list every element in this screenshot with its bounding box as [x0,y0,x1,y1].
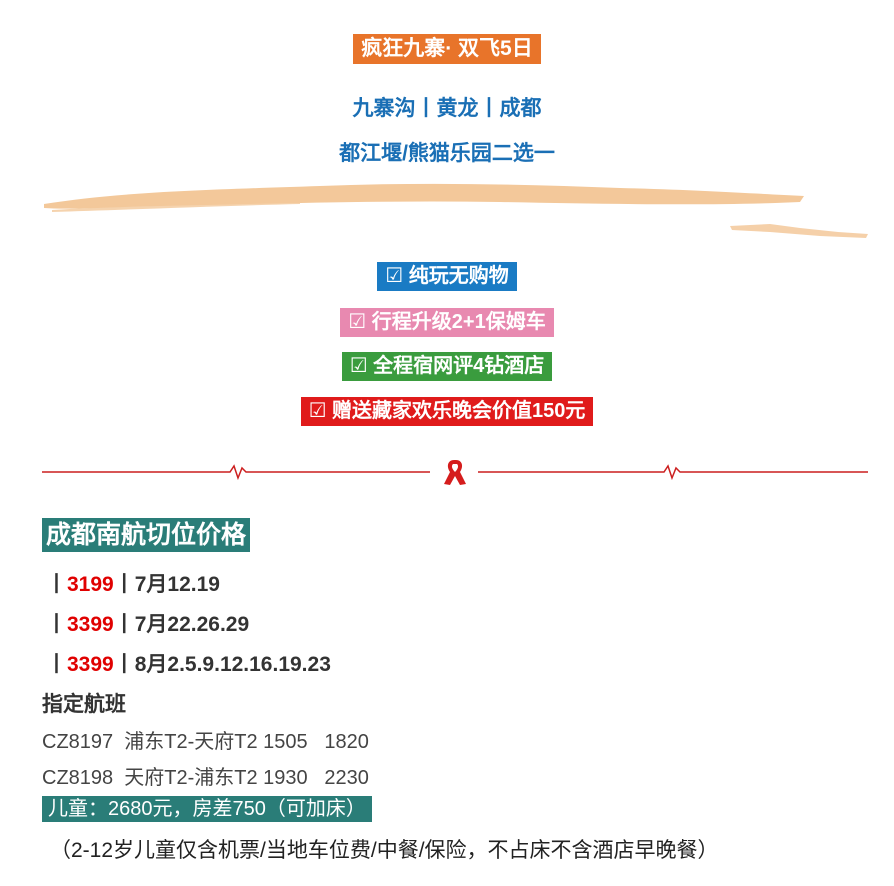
section-divider [42,460,868,485]
bar-separator: 丨 [113,573,135,596]
price-row: 丨3399丨7月22.26.29 [46,608,249,638]
flights-heading: 指定航班 [42,693,126,716]
feature-badge-gala: ☑ 赠送藏家欢乐晚会价值150元 [300,397,594,426]
heartbeat-line [42,464,868,481]
ribbon-icon [444,460,466,485]
bar-separator: 丨 [46,573,67,596]
child-price-note: （2-12岁儿童仅含机票/当地车位费/中餐/保险，不占床不含酒店早晚餐） [50,839,719,862]
price-value: 3199 [67,573,114,596]
price-row: 丨3199丨7月12.19 [46,568,220,598]
title-row: 疯狂九寨· 双飞5日 [0,34,894,65]
pricing-section-title: 成都南航切位价格 [42,518,251,552]
feature-badge-nanny-car: ☑ 行程升级2+1保姆车 [340,308,554,337]
brush-stroke-decoration [44,183,868,238]
price-value: 3399 [67,653,114,676]
feature-row-4: ☑ 赠送藏家欢乐晚会价值150元 [0,397,894,426]
price-dates: 8月2.5.9.12.16.19.23 [134,653,331,676]
flight-line-return: CZ8198 天府T2-浦东T2 1930 2230 [42,767,369,789]
page-title: 疯狂九寨· 双飞5日 [353,34,541,65]
price-value: 3399 [67,613,114,636]
price-dates: 7月12.19 [134,573,220,596]
price-dates: 7月22.26.29 [134,613,250,636]
child-price-badge: 儿童：2680元，房差750（可加床） [42,796,372,822]
price-row: 丨3399丨8月2.5.9.12.16.19.23 [46,648,331,678]
bar-separator: 丨 [46,653,67,676]
feature-badge-no-shopping: ☑ 纯玩无购物 [377,262,517,291]
bar-separator: 丨 [113,613,135,636]
bar-separator: 丨 [113,653,135,676]
flight-line-outbound: CZ8197 浦东T2-天府T2 1505 1820 [42,731,369,753]
feature-row-2: ☑ 行程升级2+1保姆车 [0,308,894,337]
feature-row-3: ☑ 全程宿网评4钻酒店 [0,352,894,381]
option-subtitle: 都江堰/熊猫乐园二选一 [339,142,555,165]
route-subtitle: 九寨沟丨黄龙丨成都 [352,97,542,120]
feature-row-1: ☑ 纯玩无购物 [0,262,894,291]
feature-badge-hotel: ☑ 全程宿网评4钻酒店 [341,352,553,381]
bar-separator: 丨 [46,613,67,636]
